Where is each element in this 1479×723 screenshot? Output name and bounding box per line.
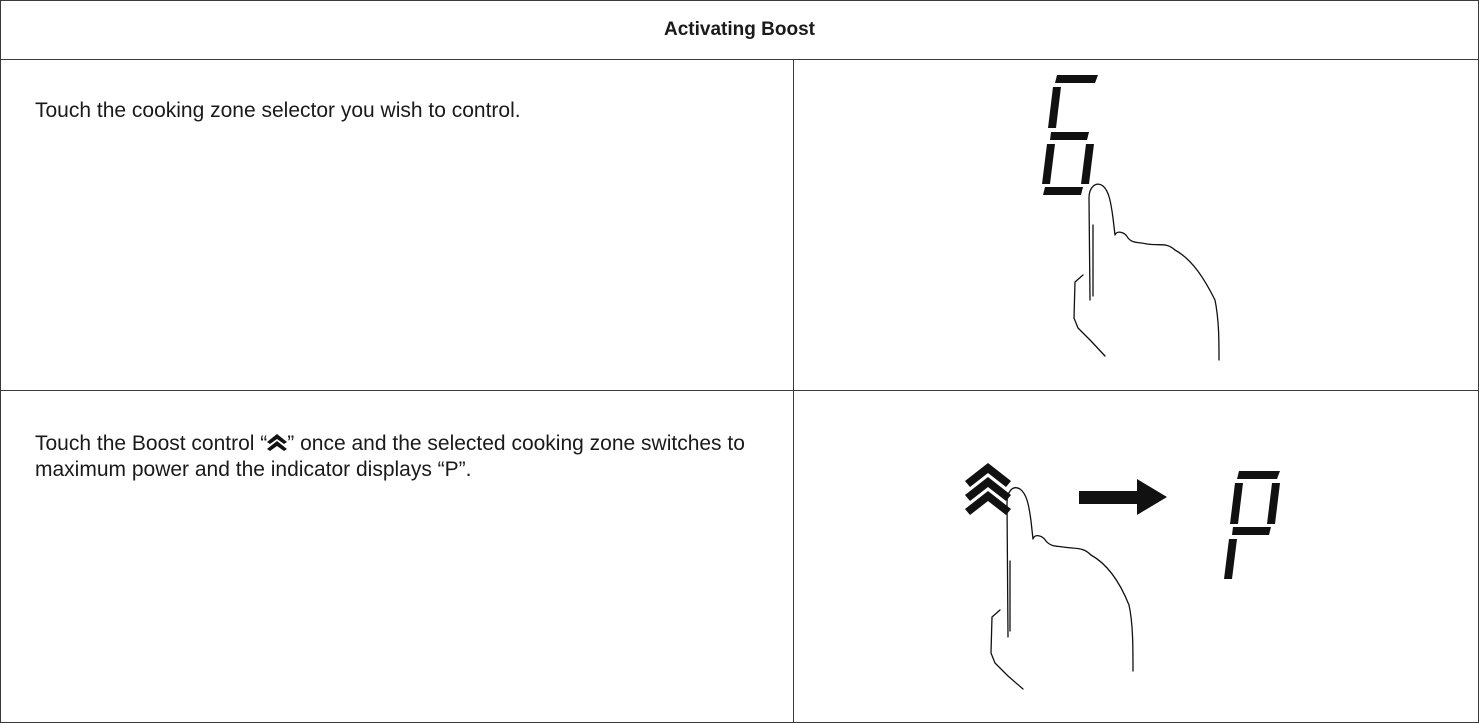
step-1-illustration: [795, 60, 1478, 390]
seven-segment-letter-p-icon: [1224, 471, 1280, 579]
step-2-instruction-before: Touch the Boost control “: [35, 432, 267, 455]
arrow-right-icon: [1079, 479, 1167, 515]
step-2-text-cell: Touch the Boost control “” once and the …: [1, 391, 794, 722]
seven-segment-digit-6-icon: [1042, 75, 1098, 195]
finger-pointing-icon: [991, 488, 1133, 689]
boost-double-chevron-icon: [965, 463, 1011, 515]
boost-symbol-icon: [267, 432, 287, 455]
step-2-instruction: Touch the Boost control “” once and the …: [35, 431, 775, 483]
step-1-text-cell: Touch the cooking zone selector you wish…: [1, 60, 794, 390]
step-row-2: Touch the Boost control “” once and the …: [1, 391, 1478, 722]
step-2-illustration: [795, 391, 1478, 722]
step-2-illustration-cell: [795, 391, 1478, 722]
step-1-illustration-cell: [795, 60, 1478, 390]
table-title: Activating Boost: [664, 19, 815, 41]
finger-pointing-icon: [1074, 184, 1219, 360]
boost-inline-chevron-icon: [267, 434, 287, 452]
table-header: Activating Boost: [1, 1, 1478, 60]
step-row-1: Touch the cooking zone selector you wish…: [1, 60, 1478, 391]
step-1-instruction: Touch the cooking zone selector you wish…: [35, 98, 775, 124]
